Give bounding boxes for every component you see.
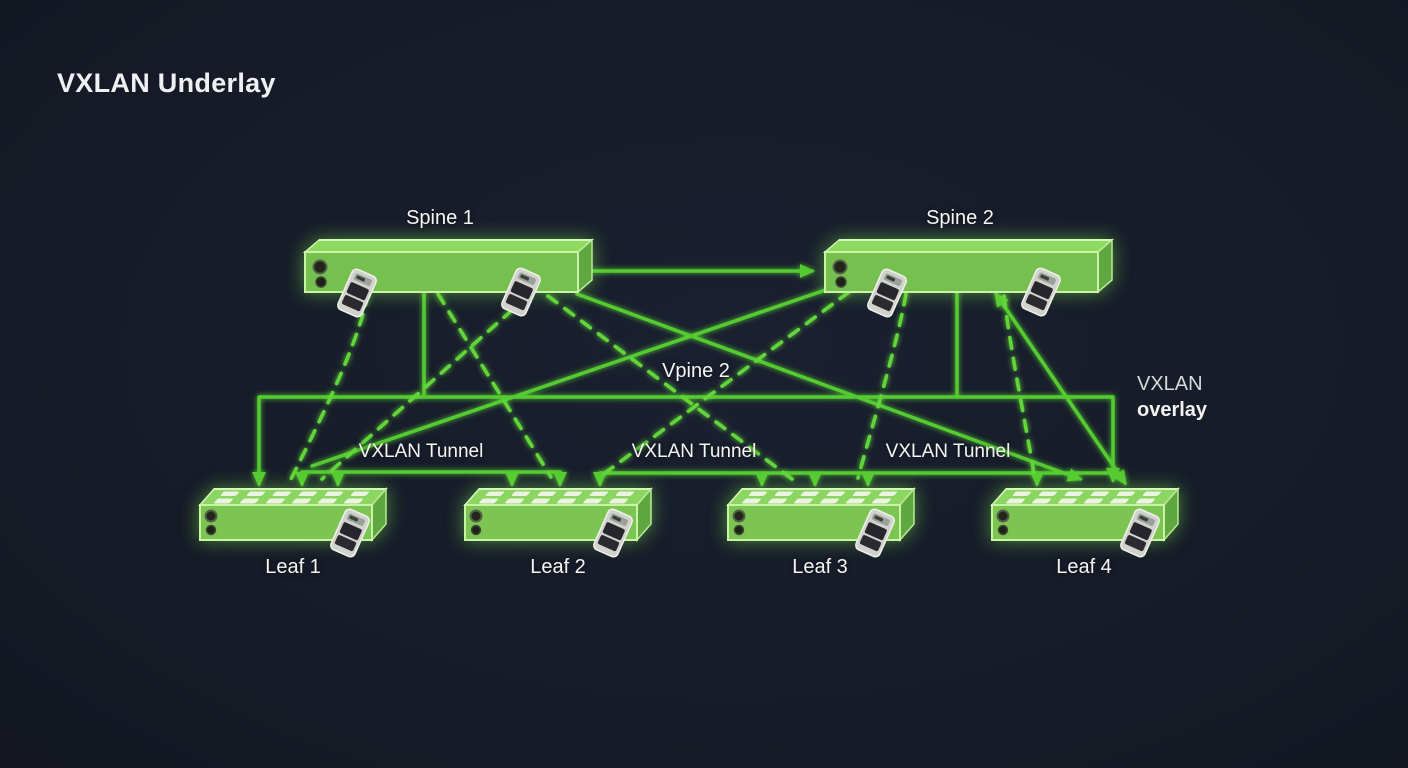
tunnel-bracket-left: [295, 470, 567, 487]
link-leaf4-spine2: [994, 291, 1127, 486]
underlay-links: [252, 264, 1127, 487]
tunnel-s1-l3: [546, 294, 794, 481]
tunnel-s1-l1b: [320, 294, 530, 481]
page-title: VXLAN Underlay: [57, 68, 276, 98]
tunnel-s1-l2: [436, 292, 553, 479]
vxlan-overlay-label-line2: overlay: [1137, 399, 1208, 421]
leaf-4-label: Leaf 4: [1056, 556, 1112, 578]
center-label: Vpine 2: [662, 360, 730, 382]
tunnel-s2-l2: [595, 290, 851, 481]
vxlan-overlay-label-line1: VXLAN: [1137, 373, 1203, 395]
vxlan-tunnel-links: [289, 290, 1036, 481]
tunnel-s2-l4: [1002, 294, 1036, 476]
spine-2-box: [823, 239, 1113, 293]
vxlan-tunnel-label-2: VXLAN Tunnel: [631, 441, 757, 462]
vxlan-overlay-label: VXLAN overlay: [1137, 371, 1207, 423]
spine-1-label: Spine 1: [406, 207, 474, 229]
leaf-2-label: Leaf 2: [530, 556, 586, 578]
vxlan-tunnel-label-3: VXLAN Tunnel: [885, 441, 1011, 462]
link-spine2-leaf1: [310, 283, 842, 468]
tunnel-s1-l1a: [289, 292, 370, 481]
leaf-1-label: Leaf 1: [265, 556, 321, 578]
leaf-3-label: Leaf 3: [792, 556, 848, 578]
vxlan-tunnel-label-1: VXLAN Tunnel: [358, 441, 484, 462]
tunnel-bracket-right: [593, 471, 1115, 487]
tunnel-s2-l3: [856, 292, 908, 480]
spine-2-label: Spine 2: [926, 207, 994, 229]
